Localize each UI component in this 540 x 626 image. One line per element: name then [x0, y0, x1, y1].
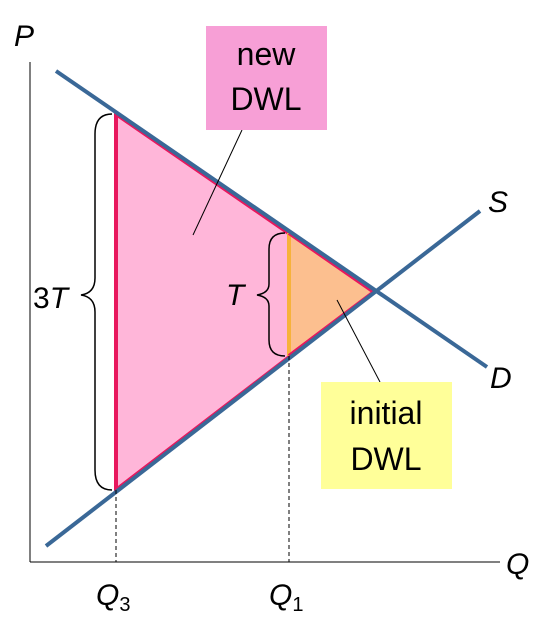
new-dwl-callout-box [206, 26, 327, 130]
demand-label: D [490, 362, 512, 395]
new-dwl-line1: new [237, 36, 297, 72]
initial-dwl-pointer [336, 299, 381, 383]
new-dwl-pointer [192, 129, 243, 236]
demand-curve [54, 69, 489, 369]
q3-tick-label: Q3 [96, 579, 130, 616]
large-bracket-label: 3T [33, 282, 71, 315]
large-brace [80, 113, 113, 491]
x-axis-label: Q [506, 548, 529, 581]
small-bracket-label: T [226, 279, 247, 312]
initial-dwl-line2: DWL [350, 441, 421, 477]
y-axis-label: P [14, 20, 34, 53]
supply-label: S [488, 186, 508, 219]
small-brace [256, 232, 286, 357]
q1-tick-label: Q1 [269, 579, 303, 616]
new-dwl-line2: DWL [230, 81, 301, 117]
initial-dwl-line1: initial [350, 395, 423, 431]
initial-dwl-triangle [289, 233, 374, 356]
supply-curve [44, 209, 482, 548]
initial-dwl-callout-box [321, 382, 452, 489]
